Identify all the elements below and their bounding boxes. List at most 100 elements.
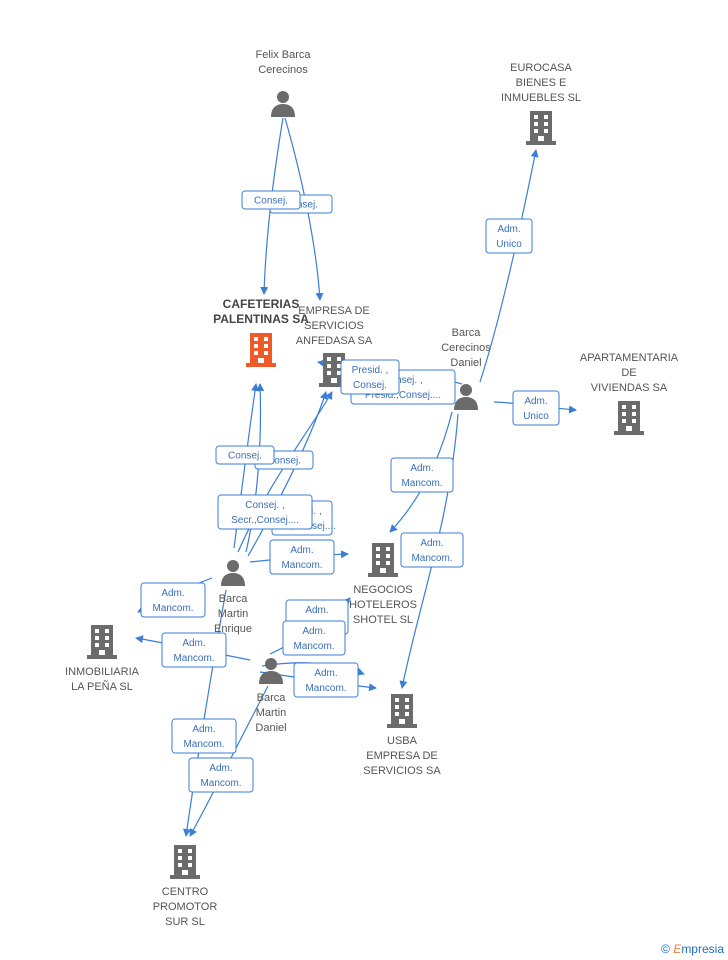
node-label-line: USBA — [387, 735, 417, 747]
edge-label: Consej. ,Secr.,Consej.... — [217, 494, 313, 530]
node-label-line: INMOBILIARIA — [65, 666, 139, 678]
edge-label-text: Adm. — [305, 605, 328, 616]
edge-label-text: Consej. — [254, 196, 288, 207]
building-icon[interactable] — [87, 625, 117, 659]
node-label-centro[interactable]: CENTRO PROMOTOR SUR SL — [153, 885, 218, 930]
edge-label-box — [217, 494, 313, 530]
edge-label-box — [171, 718, 237, 754]
node-label-line: CENTRO — [161, 886, 209, 898]
edge-label: Adm. Mancom. — [140, 582, 206, 618]
edge-label-box — [340, 359, 400, 395]
edge-label-text: Consej. — [267, 456, 301, 467]
node-label-line: VIVIENDAS SA — [590, 382, 668, 394]
node-label-line: CAFETERIAS — [222, 297, 300, 311]
edge-line — [247, 391, 328, 557]
edge-label-text: Adm. — [302, 626, 325, 637]
edge-line — [233, 383, 259, 549]
edge-label-box — [215, 445, 275, 465]
node-label-eurocasa[interactable]: EUROCASA BIENES E INMUEBLES SL — [501, 61, 581, 106]
edge-label-text: Adm. — [524, 396, 547, 407]
edge-label-box — [293, 662, 359, 698]
node-label-line: PROMOTOR — [152, 901, 218, 913]
edge-label-text: Secr.,Consej.... — [231, 515, 299, 526]
edge-label-text: Mancom. — [281, 560, 322, 571]
brand-initial: E — [673, 942, 682, 956]
building-icon[interactable] — [246, 333, 276, 367]
edge-label: Adm.Mancom. — [390, 457, 454, 493]
person-icon[interactable] — [271, 91, 295, 117]
brand-name: mpresia — [681, 942, 724, 956]
building-icon[interactable] — [614, 401, 644, 435]
edge-label: Adm.Mancom. — [171, 718, 237, 754]
edge-label-box — [282, 620, 346, 656]
node-label-line: LA PEÑA SL — [71, 681, 133, 693]
node-label-line: BIENES E — [515, 77, 567, 89]
node-label-line: ANFEDASA SA — [295, 335, 373, 347]
building-icon[interactable] — [387, 694, 417, 728]
edge-label: Adm. Unico — [512, 390, 560, 426]
node-label-line: Cerecinos — [258, 64, 308, 76]
edge-label-box — [241, 190, 301, 210]
node-label-anfedasa[interactable]: EMPRESA DE SERVICIOS ANFEDASA SA — [296, 304, 372, 349]
node-label-line: SUR SL — [165, 916, 205, 928]
edge-label-text: Adm. — [161, 588, 184, 599]
edge-label: Consej. — [241, 190, 301, 210]
node-label-line: SERVICIOS SA — [363, 765, 441, 777]
node-label-line: INMUEBLES SL — [500, 92, 582, 104]
edge-label: Adm.Unico — [485, 218, 533, 254]
edge-label-box — [188, 757, 254, 793]
building-icon[interactable] — [368, 543, 398, 577]
edge-label-box — [485, 218, 533, 254]
edge-label-text: Presid.,Consej.... — [365, 390, 441, 401]
node-label-line: Cerecinos — [441, 342, 491, 354]
node-label-line: EMPRESA DE — [298, 305, 370, 317]
node-label-line: Daniel — [450, 357, 482, 369]
node-label-line: Barca — [451, 327, 481, 339]
node-label-line: Barca — [218, 593, 248, 605]
edge-label-box — [269, 539, 335, 575]
node-label-usba[interactable]: USBA EMPRESA DE SERVICIOS SA — [363, 734, 440, 779]
node-label-line: Martin — [255, 707, 287, 719]
node-label-line: Enrique — [214, 623, 252, 635]
edge-label-box — [161, 632, 227, 668]
edge-label-text: Consej. — [353, 380, 387, 391]
building-icon[interactable] — [526, 111, 556, 145]
edge-label-text: Mancom. — [293, 641, 334, 652]
copyright-icon: © — [661, 942, 670, 956]
node-label-line: NEGOCIOS — [353, 584, 413, 596]
edge-label: Adm.Mancom. — [400, 532, 464, 568]
node-label-line: EMPRESA DE — [366, 750, 438, 762]
person-icon[interactable] — [259, 658, 283, 684]
edge-label-text: Consej. , — [383, 375, 422, 386]
person-icon[interactable] — [454, 384, 478, 410]
edge-label-text: Adm. — [420, 538, 443, 549]
node-label-inmobiliaria[interactable]: INMOBILIARIA LA PEÑA SL — [65, 665, 139, 695]
edge-label-text: Mancom. — [200, 778, 241, 789]
node-label-line: EUROCASA — [510, 62, 572, 74]
edge-label-box — [512, 390, 560, 426]
building-icon[interactable] — [170, 845, 200, 879]
person-icon[interactable] — [221, 560, 245, 586]
node-label-line: APARTAMENTARIA — [579, 352, 679, 364]
node-label-line: SERVICIOS — [304, 320, 364, 332]
edge-label-text: Mancom. — [183, 739, 224, 750]
edge-label-text: Mancom. — [152, 603, 193, 614]
empresia-logo: © Empresia — [661, 942, 724, 956]
edge-label-text: Unico — [523, 411, 549, 422]
edge-label-text: Adm. — [209, 763, 232, 774]
edge-label: Presid. ,Consej. — [340, 359, 400, 395]
edge-label: Adm. Mancom. — [188, 757, 254, 793]
edge-line — [479, 149, 539, 383]
edge-label-text: Adm. — [410, 463, 433, 474]
edge-label-text: Consej. — [284, 200, 318, 211]
node-label-line: Daniel — [255, 722, 287, 734]
edge-label-text: Mancom. — [173, 653, 214, 664]
